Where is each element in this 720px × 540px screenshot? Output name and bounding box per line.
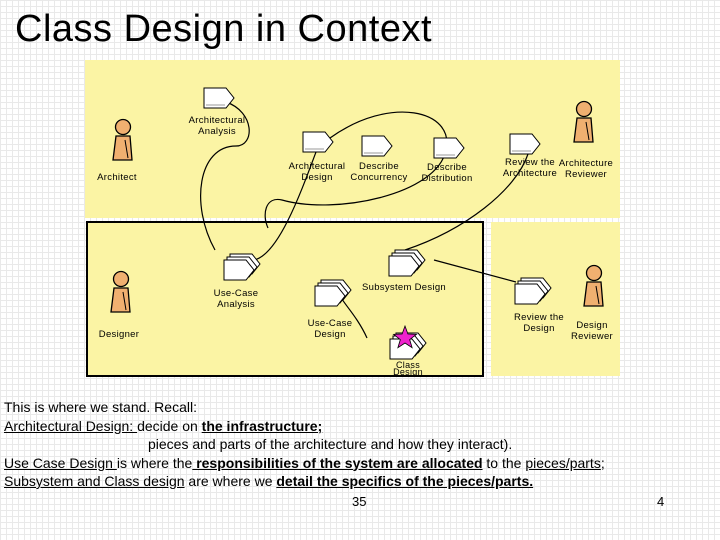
body-line-1: This is where we stand. Recall: — [4, 399, 197, 415]
label-review-design: Review the Design — [514, 312, 564, 334]
label-subsystem-design: Subsystem Design — [361, 282, 446, 293]
architect-panel — [85, 60, 620, 218]
label-review-architecture: Review the Architecture — [502, 157, 558, 179]
label-use-case-analysis: Use-Case Analysis — [213, 288, 259, 310]
current-step-star-icon — [392, 324, 418, 349]
workflow-diagram — [85, 60, 620, 377]
body-line-4: Use Case Design is where the responsibil… — [4, 454, 605, 471]
label-architectural-design: Architectural Design — [288, 161, 346, 183]
designer-person-icon — [110, 270, 131, 313]
footer-left-number: 35 — [352, 494, 367, 509]
slide-number: 4 — [657, 494, 665, 509]
body-line-5: Subsystem and Class design are where we … — [4, 473, 534, 489]
label-architecture-reviewer: Architecture Reviewer — [558, 158, 614, 180]
body-line-2: Architectural Design: decide on the infr… — [4, 417, 323, 434]
architect-person-icon — [112, 118, 133, 161]
label-design-reviewer: Design Reviewer — [571, 320, 613, 342]
label-architect: Architect — [97, 172, 137, 183]
architecture-reviewer-person-icon — [573, 100, 594, 143]
label-describe-concurrency: Describe Concurrency — [350, 161, 408, 183]
label-designer: Designer — [98, 329, 140, 340]
designer-panel — [86, 221, 484, 377]
label-use-case-design: Use-Case Design — [307, 318, 353, 340]
design-reviewer-person-icon — [583, 264, 604, 307]
label-class-design: Class Design — [393, 360, 423, 377]
label-describe-distribution: Describe Distribution — [421, 162, 473, 184]
slide-body: This is where we stand. Recall: Architec… — [4, 398, 716, 491]
body-line-3: pieces and parts of the architecture and… — [148, 436, 513, 452]
slide-title: Class Design in Context — [15, 8, 433, 50]
label-architectural-analysis: Architectural Analysis — [188, 115, 246, 137]
